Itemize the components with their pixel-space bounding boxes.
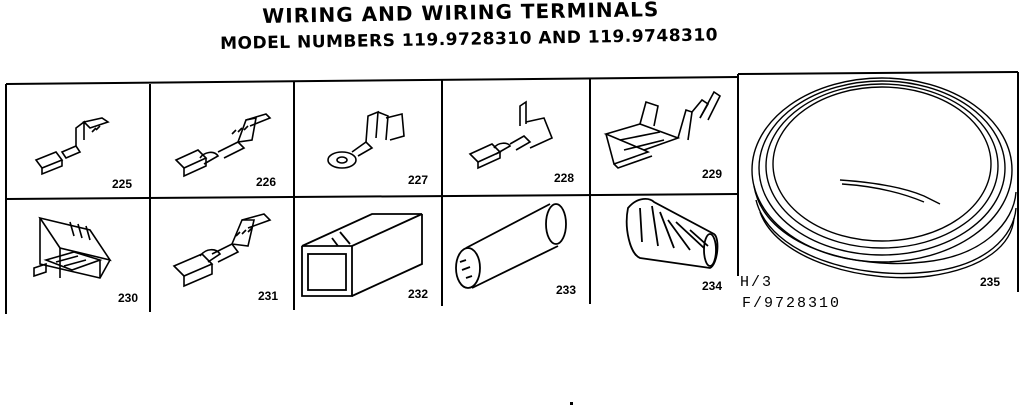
wire-nut-icon	[625, 198, 719, 269]
part-number-233: 233	[556, 283, 576, 297]
ring-terminal-icon	[327, 110, 405, 169]
wire-coil-icon	[751, 77, 1017, 279]
terminal-housing-icon	[301, 213, 423, 297]
locking-terminal-icon	[172, 213, 272, 288]
grid-lines	[5, 71, 1019, 314]
part-number-226: 226	[256, 175, 276, 189]
part-number-227: 227	[408, 173, 428, 187]
insulated-flag-terminal-icon	[33, 216, 112, 279]
part-number-229: 229	[702, 167, 722, 181]
part-number-225: 225	[112, 177, 132, 191]
piggyback-terminal-icon	[603, 90, 722, 169]
part-number-230: 230	[118, 291, 138, 305]
part-number-232: 232	[408, 287, 428, 301]
scan-speck	[570, 402, 573, 405]
female-terminal-icon	[174, 113, 272, 178]
spade-terminal-icon	[468, 100, 554, 170]
flag-terminal-icon	[34, 117, 110, 176]
part-number-228: 228	[554, 171, 574, 185]
part-number-234: 234	[702, 279, 722, 293]
stamp-line-2: F/9728310	[742, 295, 842, 312]
part-number-231: 231	[258, 289, 278, 303]
insulating-sleeve-icon	[455, 203, 567, 289]
stamp-line-1: H/3	[740, 274, 774, 291]
part-number-235: 235	[980, 275, 1000, 289]
